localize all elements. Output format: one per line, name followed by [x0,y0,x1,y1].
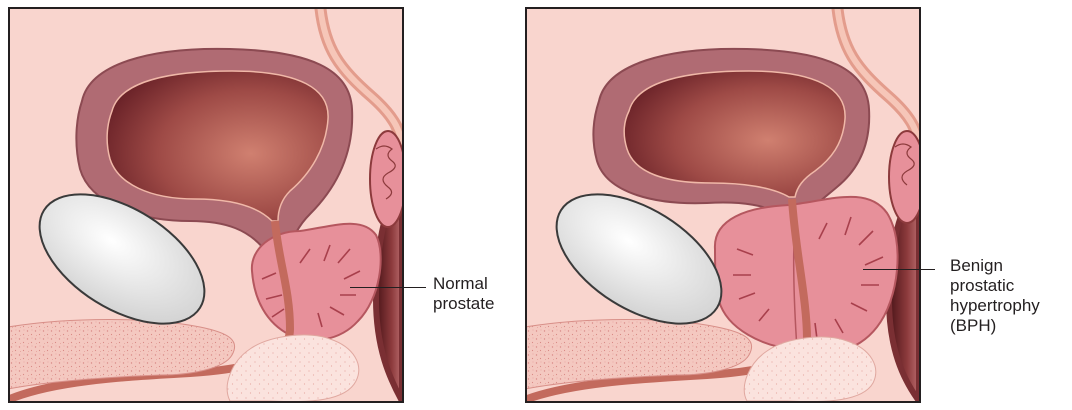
prostate-normal [252,224,381,341]
seminal-vesicle [889,131,919,223]
normal-prostate-leader-line [350,287,426,288]
bph-panel [525,7,921,403]
normal-prostate-illustration [10,9,402,401]
normal-prostate-label: Normal prostate [433,274,494,314]
normal-prostate-panel [8,7,404,403]
bph-illustration [527,9,919,401]
scrotal-tissue [227,335,359,401]
bph-leader-line [863,269,935,270]
seminal-vesicle [370,131,402,227]
bph-label: Benign prostatic hypertrophy (BPH) [950,256,1040,336]
scrotal-tissue [744,337,876,401]
